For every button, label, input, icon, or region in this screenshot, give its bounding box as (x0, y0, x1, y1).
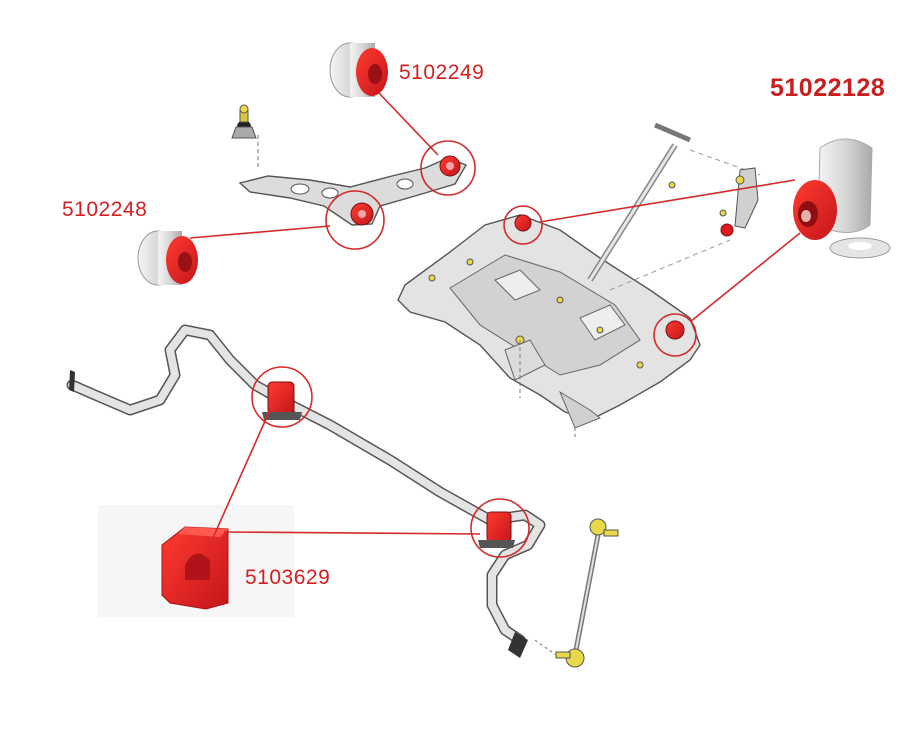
stab-bush-right-highlight (470, 498, 530, 558)
subframe-front-bush-highlight (503, 205, 543, 245)
arm-rear-bush-highlight (420, 140, 476, 196)
stabilizer-bar (66, 324, 546, 658)
leader-5103629-left (211, 409, 271, 541)
bushing-5102248-photo (137, 230, 198, 286)
leader-5102248 (189, 225, 331, 239)
arm-front-bush-highlight (325, 190, 385, 250)
bushing-5103629-photo (98, 505, 294, 617)
leader-5102249 (377, 91, 439, 156)
leader-51022128-rear (689, 232, 801, 323)
bushing-51022128-photo (793, 138, 891, 259)
part-number-upper-bush: 5102249 (399, 61, 485, 84)
part-number-subframe-bush: 51022128 (770, 74, 886, 102)
steering-rod (587, 122, 761, 291)
subframe-rear-bush-highlight (653, 313, 697, 357)
part-number-stab-bush: 5103629 (245, 566, 331, 589)
stabilizer-link (534, 518, 619, 668)
link-bolt-icon (668, 167, 759, 237)
subframe (397, 214, 701, 440)
part-number-lower-bush: 5102248 (62, 198, 148, 221)
ball-joint-icon (231, 104, 257, 139)
leader-51022128-front (539, 179, 796, 223)
leader-5103629-right (223, 531, 481, 535)
stab-bush-left-highlight (251, 366, 313, 428)
bushing-5102249-photo (329, 42, 388, 98)
